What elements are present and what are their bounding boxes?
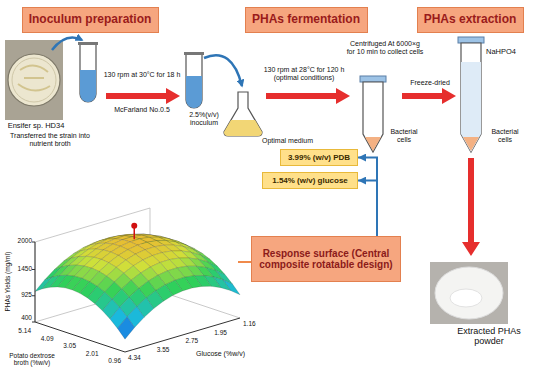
flask	[224, 92, 262, 136]
surface-facet	[118, 317, 135, 339]
method-box: Response surface (Central composite rota…	[251, 236, 401, 282]
axis-title: Glucose (%w/v)	[196, 350, 256, 358]
tick-label: 1450	[9, 265, 32, 272]
part-label: NaHPO4	[486, 48, 526, 57]
buffer-liquid	[461, 62, 481, 152]
flow-connector	[358, 181, 377, 236]
optimum-point	[131, 223, 137, 229]
stage-header: PHAs fermentation	[245, 7, 368, 33]
centrifuge-tube	[461, 43, 481, 152]
tick-label: 3.05	[58, 342, 76, 349]
flow-connector	[358, 158, 377, 236]
tube-cap	[458, 37, 484, 43]
photo-ground	[430, 262, 508, 324]
tick-label: 925	[9, 291, 32, 298]
plot-link	[238, 261, 252, 263]
condition-label: McFarland No.0.5	[104, 106, 180, 114]
process-arrow	[106, 88, 180, 104]
medium-liquid	[224, 120, 262, 136]
tube-cap	[360, 76, 386, 82]
process-arrow	[266, 88, 350, 104]
tick-label: 2.75	[186, 337, 206, 344]
node-text: PHAs extraction	[424, 13, 517, 27]
condition-label: 130 rpm at 28°C for 120 h (optimal condi…	[255, 66, 353, 82]
tick-label: 3.55	[157, 346, 177, 353]
node-text: 1.54% (w/v) glucose	[272, 176, 348, 185]
process-arrow	[402, 88, 456, 104]
tick-label: 0.96	[103, 357, 121, 364]
stage-header: Inoculum preparation	[22, 7, 159, 33]
inoculation-arrow	[204, 55, 242, 86]
node-text: Inoculum preparation	[29, 13, 152, 27]
product-label: Extracted PHAs powder	[448, 326, 530, 347]
tube-rim	[78, 42, 98, 45]
tick-label: 4.09	[36, 335, 54, 342]
tick-label: 1.95	[214, 329, 234, 336]
tick-label: 2.01	[81, 350, 99, 357]
parameter-box: 1.54% (w/v) glucose	[262, 172, 358, 189]
photo-ground	[5, 40, 63, 120]
colony-streak	[18, 65, 50, 90]
petri-dish	[8, 54, 60, 106]
part-label: Bacterial cells	[486, 128, 524, 144]
step-note: Optimal medium	[262, 137, 324, 145]
test-tube	[186, 54, 202, 108]
broth-liquid	[80, 70, 96, 102]
axis-tick	[32, 242, 35, 322]
parameter-box: 3.99% (w/v) PDB	[280, 149, 358, 166]
phas-powder	[450, 289, 482, 307]
node-text: Response surface (Central composite rota…	[258, 248, 394, 271]
node-text: 3.99% (w/v) PDB	[288, 153, 350, 162]
response-surface	[35, 223, 240, 339]
node-text: PHAs fermentation	[252, 13, 360, 27]
tick-label: 1.16	[243, 320, 263, 327]
condition-label: Centrifuged At 6000×g for 10 min to coll…	[346, 40, 424, 56]
step-note: Transferred the strain into nutrient bro…	[2, 132, 98, 148]
cell-pellet	[365, 137, 381, 151]
cell-pellet	[463, 137, 479, 151]
step-note: 2.5%(v/v) inoculum	[178, 111, 230, 127]
part-label: Bacterial cells	[386, 128, 422, 144]
sample-dish	[435, 267, 503, 319]
process-arrow	[462, 158, 480, 256]
test-tube	[80, 44, 96, 102]
condition-label: Freeze-dried	[402, 79, 458, 87]
tick-label: 4.34	[128, 354, 148, 361]
stage-header: PHAs extraction	[417, 7, 524, 33]
plot-axis	[35, 242, 240, 352]
condition-label: 130 rpm at 30°C for 18 h	[102, 71, 182, 79]
strain-name: Ensifer sp. HD34	[4, 122, 68, 131]
transfer-arrow	[52, 38, 82, 50]
plot-back-frame	[35, 208, 240, 322]
axis-title: PHAs Yields (mg/ml)	[4, 247, 11, 317]
petri-rim	[12, 58, 56, 102]
tick-label: 5.14	[13, 327, 31, 334]
axis-title: Potato dextrose broth (%w/v)	[2, 352, 62, 367]
centrifuge-tube	[363, 82, 383, 152]
tick-label: 2000	[9, 237, 32, 244]
broth-liquid	[186, 76, 202, 108]
tube-rim	[184, 52, 204, 55]
tick-label: 400	[9, 314, 32, 321]
